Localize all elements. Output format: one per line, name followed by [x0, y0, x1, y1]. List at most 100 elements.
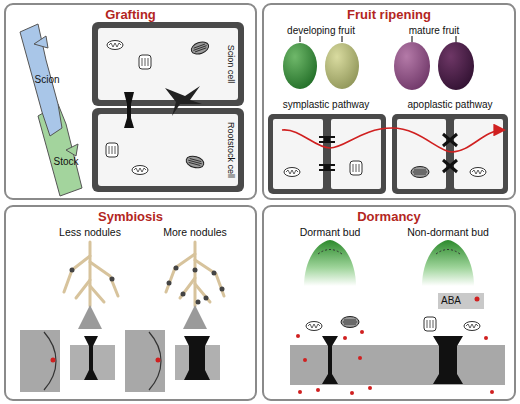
- part-label: mature fruit: [409, 26, 460, 36]
- plasmodesma: [319, 134, 457, 172]
- part-label: More nodules: [163, 227, 227, 238]
- panel-box: Grafting: [4, 3, 257, 200]
- organelles: [284, 168, 300, 177]
- cell-walls: [268, 114, 508, 194]
- bud: [304, 240, 474, 286]
- aba-dot: [358, 356, 362, 360]
- aba-dot: [360, 330, 364, 334]
- cell-walls: [92, 108, 244, 192]
- nodule: [167, 281, 172, 286]
- panel-title: Grafting: [6, 7, 255, 22]
- organelles: [185, 154, 205, 169]
- part-label: developing fruit: [287, 26, 355, 36]
- cell-walls: [454, 119, 503, 189]
- root-system: [194, 242, 197, 306]
- nodule: [181, 292, 186, 297]
- aba-dot: [484, 336, 488, 340]
- organelles: [306, 322, 322, 331]
- fruits: [325, 43, 359, 89]
- fruits: [438, 42, 474, 90]
- nodule: [196, 300, 201, 305]
- pointer-arrow: [194, 314, 197, 326]
- cell-walls: [397, 119, 446, 189]
- pointer-arrow: [89, 314, 92, 326]
- organelles: [132, 166, 148, 175]
- plasmodesma: [319, 164, 335, 171]
- organelles: [306, 317, 480, 332]
- panel-title: Symbiosis: [6, 209, 255, 224]
- panel-title: Fruit ripening: [264, 7, 514, 22]
- aba-dot: [350, 391, 354, 395]
- plasmodesma: [443, 160, 457, 172]
- graft-stems: [66, 144, 78, 156]
- nodule: [70, 266, 225, 305]
- part-label: Scion cell: [226, 45, 235, 84]
- bud: [318, 250, 342, 255]
- root-system: [166, 254, 195, 292]
- part-label: Scion: [34, 75, 59, 85]
- root-system: [64, 242, 224, 306]
- root-system: [64, 256, 90, 292]
- cell-walls: [92, 22, 244, 106]
- cell-walls: [268, 114, 386, 194]
- fruits: [283, 43, 317, 89]
- organelles: [424, 317, 436, 331]
- cell-wall: [290, 345, 505, 385]
- part-label: Stock: [53, 157, 78, 167]
- organelles: [106, 40, 210, 175]
- organelles: [470, 168, 486, 177]
- cell-walls: [92, 22, 244, 192]
- plasmodesma: [165, 86, 202, 116]
- organelles: [139, 55, 151, 69]
- bud: [422, 240, 474, 286]
- nodule: [174, 266, 179, 271]
- graft-stems: [20, 24, 62, 136]
- organelles: [350, 161, 362, 175]
- fruits: [283, 36, 474, 90]
- root-cell-detail: [125, 330, 165, 392]
- nodule: [220, 287, 225, 292]
- nodule: [193, 268, 198, 273]
- aba-dot: [296, 330, 494, 395]
- organelles: [107, 41, 123, 50]
- graft-stems: [20, 24, 82, 196]
- cell-walls: [98, 114, 238, 186]
- fruits: [394, 42, 430, 90]
- graft-stems: [34, 36, 48, 48]
- aba-dot: [303, 358, 307, 362]
- nodule: [204, 296, 209, 301]
- part-label: Non-dormant bud: [407, 227, 489, 238]
- root-cell-detail: [175, 345, 220, 380]
- organelles: [341, 317, 359, 328]
- organelles: [190, 40, 211, 56]
- root-cell-detail: [44, 332, 56, 390]
- organelles: [106, 143, 118, 157]
- aba-dot: [316, 388, 320, 392]
- fruits: [300, 36, 456, 42]
- bud: [436, 250, 460, 255]
- root-cell-detail: [20, 330, 60, 392]
- hormone-box: ABA: [438, 293, 484, 309]
- part-label: Less nodules: [59, 227, 121, 238]
- cell-wall: [290, 336, 505, 385]
- organelles: [411, 167, 429, 178]
- cell-walls: [273, 119, 323, 189]
- cell-wall: [322, 336, 338, 384]
- bud: [304, 240, 356, 286]
- root-system: [195, 260, 224, 296]
- root-system: [89, 242, 92, 306]
- nodule: [212, 271, 217, 276]
- root-cell-detail: [156, 358, 161, 363]
- aba-dot: [343, 336, 347, 340]
- root-cell-detail: [184, 336, 210, 380]
- root-cell-detail: [70, 345, 115, 380]
- cell-walls: [98, 28, 238, 100]
- plasmodesma: [319, 136, 335, 143]
- panel-title: Dormancy: [264, 209, 514, 224]
- aba-dot: [298, 390, 302, 394]
- organelles: [284, 161, 486, 178]
- part-label: Dormant bud: [300, 227, 361, 238]
- nodule: [70, 268, 75, 273]
- nodule: [110, 277, 115, 282]
